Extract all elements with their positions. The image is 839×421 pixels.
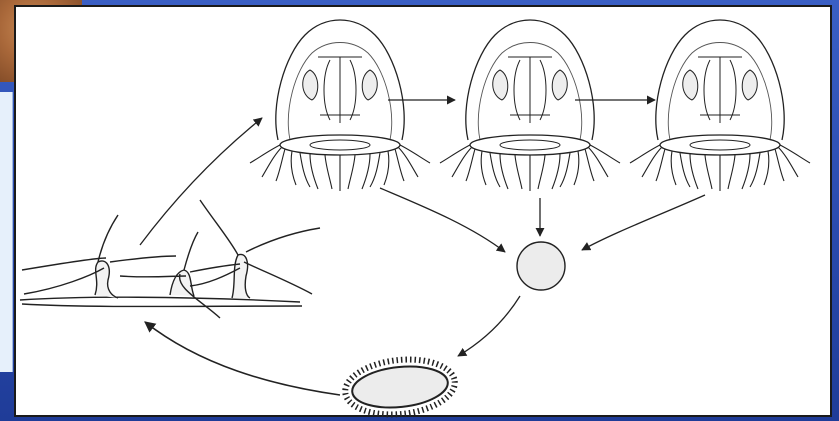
polyp-colony	[20, 200, 320, 318]
planula-larva	[342, 354, 457, 419]
arrow-planula-to-polyp	[145, 322, 340, 395]
medusa-stage-2	[440, 20, 620, 191]
arrow-medusa-1-to-egg	[380, 188, 505, 252]
medusa-stage-1	[250, 20, 430, 191]
arrow-polyp-to-medusa	[140, 118, 262, 245]
egg-cell	[517, 242, 565, 290]
medusa-stage-3	[630, 20, 810, 191]
arrow-egg-to-planula	[458, 296, 520, 356]
arrow-medusa-3-to-egg	[582, 195, 705, 250]
